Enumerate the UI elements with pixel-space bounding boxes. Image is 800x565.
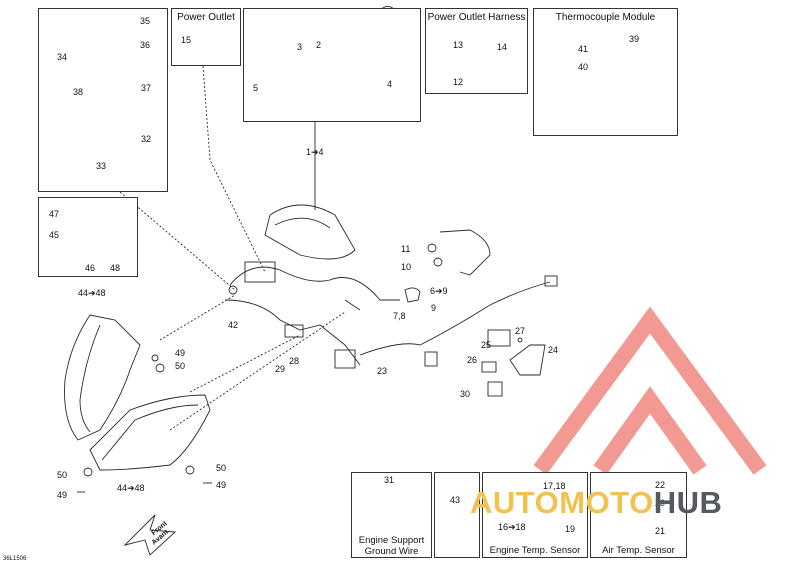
callout-4: 4: [387, 79, 393, 89]
main-harness-drawing: [224, 204, 558, 397]
callout-23: 23: [377, 366, 388, 376]
callout-26: 26: [467, 355, 478, 365]
power-outlet-harness-box: Power Outlet Harness: [425, 8, 528, 94]
leader-line: [344, 299, 361, 311]
callout-36: 36: [140, 40, 151, 50]
watermark-part1: AUTOMOTO: [470, 485, 654, 520]
callout-49-c: 49: [216, 480, 227, 490]
callout-12: 12: [453, 77, 464, 87]
callout-38: 38: [73, 87, 84, 97]
callout-39: 39: [629, 34, 640, 44]
callout-37: 37: [141, 83, 152, 93]
callout-50-b: 50: [57, 470, 68, 480]
callout-2: 2: [316, 40, 322, 50]
leader-line: [189, 334, 301, 393]
thermocouple-module-box: Thermocouple Module: [533, 8, 678, 136]
callout-24: 24: [548, 345, 559, 355]
headlamp-bulb-box: [38, 197, 138, 277]
watermark-text: AUTOMOTOHUB: [470, 485, 722, 521]
callout-9: 9: [431, 303, 437, 313]
box-title: Power Outlet Harness: [427, 12, 526, 23]
watermark-logo: [533, 306, 767, 475]
callout-32: 32: [141, 134, 152, 144]
callout-25: 25: [481, 340, 492, 350]
callout-46: 46: [85, 263, 96, 273]
callout-49-b: 49: [57, 490, 68, 500]
callout-33: 33: [96, 161, 107, 171]
bracket-assembly-box: [38, 8, 168, 192]
leader-line: [169, 311, 346, 431]
gauge-cluster-box: [243, 8, 421, 122]
callout-13: 13: [453, 40, 464, 50]
callout-21: 21: [655, 526, 666, 536]
callout-1-4: 1➔4: [306, 147, 324, 157]
drawing-code: 36L1506: [3, 556, 27, 562]
box-caption: Engine Temp. Sensor: [489, 545, 581, 556]
engine-temp-sensor-box: Engine Temp. Sensor: [482, 472, 588, 558]
callout-14: 14: [497, 42, 508, 52]
callout-45: 45: [49, 230, 60, 240]
callout-3: 3: [297, 42, 303, 52]
callout-16-18: 16➔18: [498, 522, 526, 532]
callout-6-9: 6➔9: [430, 286, 448, 296]
callout-29: 29: [275, 364, 286, 374]
callout-5: 5: [253, 83, 259, 93]
callout-43: 43: [450, 495, 461, 505]
headlight-housing-drawing: [64, 314, 212, 493]
leader-line: [119, 191, 236, 291]
leader-line: [202, 65, 266, 273]
box-title: Power Outlet: [177, 12, 235, 23]
watermark-part2: HUB: [653, 485, 723, 520]
box-caption-line1: Engine Support: [358, 535, 425, 546]
callout-44-48-bottom: 44➔48: [117, 483, 145, 493]
air-temp-sensor-box: Air Temp. Sensor: [590, 472, 687, 558]
callout-31: 31: [384, 475, 395, 485]
callout-41: 41: [578, 44, 589, 54]
callout-44-48-top: 44➔48: [78, 288, 106, 298]
callout-19: 19: [565, 524, 576, 534]
leader-line: [159, 294, 236, 341]
callout-15: 15: [181, 35, 192, 45]
callout-42: 42: [228, 320, 239, 330]
callout-10: 10: [401, 262, 412, 272]
power-outlet-box: Power Outlet: [171, 8, 241, 66]
callout-17-18: 17,18: [543, 481, 566, 491]
engine-support-ground-wire-box: Engine Support Ground Wire: [351, 472, 432, 558]
callout-47: 47: [49, 209, 60, 219]
callout-28: 28: [289, 356, 300, 366]
front-arrow-drawing: [123, 514, 177, 556]
callout-48: 48: [110, 263, 121, 273]
callout-22: 22: [655, 480, 666, 490]
box-title: Thermocouple Module: [555, 12, 656, 23]
box-caption-line2: Ground Wire: [364, 546, 419, 557]
callout-50-c: 50: [216, 463, 227, 473]
callout-7-8: 7,8: [393, 311, 406, 321]
callout-49-a: 49: [175, 348, 186, 358]
callout-35: 35: [140, 16, 151, 26]
box-caption: Air Temp. Sensor: [602, 545, 675, 556]
callout-50-a: 50: [175, 361, 186, 371]
callout-34: 34: [57, 52, 68, 62]
callout-20: 20: [655, 498, 666, 508]
callout-40: 40: [578, 62, 589, 72]
callout-27: 27: [515, 326, 526, 336]
callout-30: 30: [460, 389, 471, 399]
callout-11: 11: [401, 244, 411, 254]
clamp-box: [434, 472, 480, 558]
